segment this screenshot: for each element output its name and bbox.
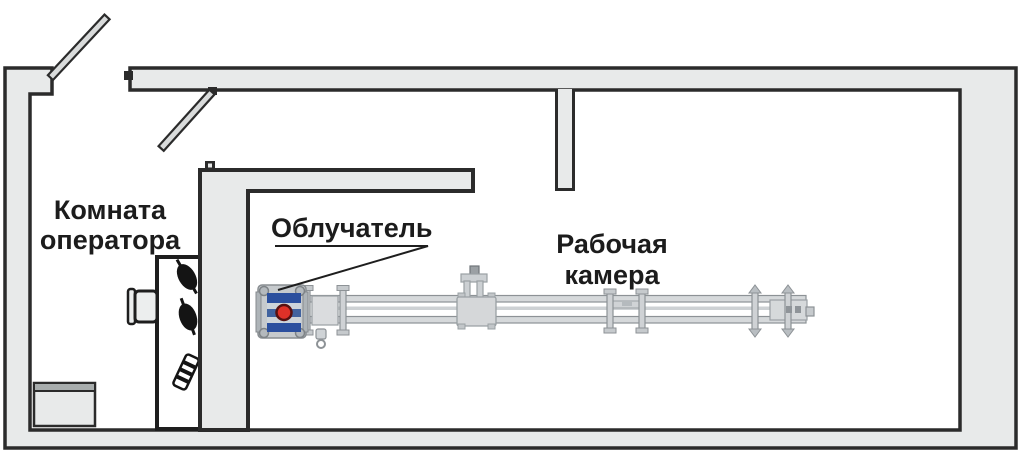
conveyor-mid-rail [312, 306, 790, 310]
radiation-source-dot [275, 303, 293, 322]
operator-room-label: Комната оператора [39, 195, 181, 255]
control-panel-icon [172, 353, 200, 391]
irradiator-band-bottom [267, 323, 301, 332]
product-carriage [456, 265, 497, 330]
working-chamber-label: Рабочая камера [556, 229, 668, 290]
coupling-middle [603, 288, 649, 334]
shield-baffle [555, 89, 575, 191]
inner-wall [198, 168, 475, 432]
conveyor-bottom-rail [304, 315, 807, 324]
cabinet-icon [32, 381, 97, 428]
periscope-viewer-icon [175, 258, 198, 295]
entrance-door [46, 12, 112, 82]
end-station [748, 284, 815, 338]
door-stop-block [124, 71, 133, 80]
irradiator-callout-line [275, 245, 429, 291]
outer-wall [3, 66, 1018, 450]
inner-wall-stub-center [208, 163, 212, 168]
irradiator-head [255, 284, 309, 339]
conveyor-top-rail [304, 294, 807, 303]
inner-door [156, 88, 217, 153]
irradiator-label: Облучатель [271, 213, 433, 243]
chair-icon [126, 287, 159, 326]
irradiator-band-top [267, 293, 301, 303]
periscope-viewer-icon [178, 297, 198, 336]
